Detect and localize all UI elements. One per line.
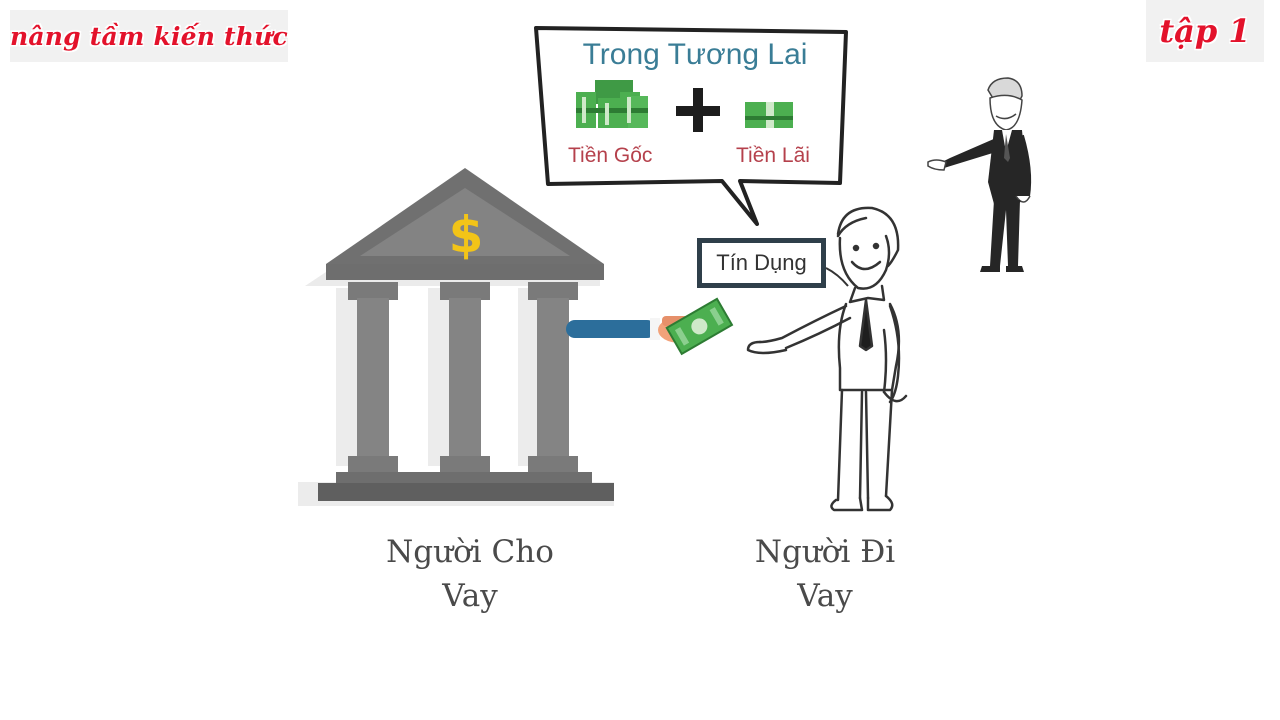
credit-tag-string [825, 267, 849, 287]
dollar-icon: $ [449, 206, 484, 264]
interest-label: Tiền Lãi [736, 144, 810, 167]
lender-line-1: Người Cho [386, 534, 554, 570]
plus-sign-icon [676, 88, 720, 132]
cash-bundle-icon [665, 297, 734, 356]
channel-badge: nâng tầm kiến thức [10, 10, 288, 62]
lender-line-2: Vay [442, 578, 498, 614]
interest-money-icon [745, 102, 793, 128]
businessman-figure [927, 77, 1032, 272]
principal-label: Tiền Gốc [568, 144, 653, 167]
borrower-line-2: Vay [797, 578, 853, 614]
speech-bubble [534, 26, 848, 226]
bubble-title: Trong Tương Lai [582, 38, 808, 71]
borrower-figure [746, 206, 908, 512]
svg-text:$: $ [449, 206, 484, 264]
episode-badge: tập 1 [1146, 0, 1264, 62]
principal-money-icon [576, 80, 648, 128]
credit-tag: Tín Dụng [697, 238, 826, 288]
borrower-caption: Người Đi Vay [710, 530, 940, 618]
bank-building-icon [298, 168, 614, 506]
borrower-line-1: Người Đi [754, 534, 896, 570]
channel-name: nâng tầm kiến thức [10, 21, 288, 51]
credit-tag-label: Tín Dụng [716, 250, 807, 275]
lender-caption: Người Cho Vay [340, 530, 600, 618]
episode-label: tập 1 [1159, 12, 1251, 50]
